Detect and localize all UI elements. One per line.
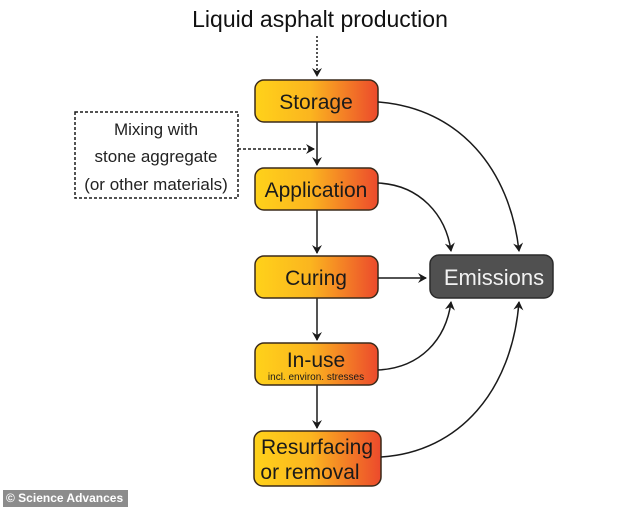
arrow-application-to-emissions [377,182,455,252]
mixing-line-1: Mixing with [114,120,198,139]
emissions-label: Emissions [444,265,544,290]
stage-application: Application [254,167,379,211]
image-credit: © Science Advances [3,490,129,507]
arrow-in-use-to-emissions [377,301,455,371]
arrow-storage-to-emissions [377,101,524,252]
diagram-title: Liquid asphalt production [192,6,448,32]
emissions-box: Emissions [429,254,554,299]
stage-label-line2: or removal [260,461,359,484]
stage-storage: Storage [254,79,379,123]
stage-in-use: In-use incl. environ. stresses [254,342,379,386]
stage-curing: Curing [254,255,379,299]
stage-label: In-use [287,349,345,372]
stage-label: Resurfacing [261,436,373,459]
arrow-resurfacing-to-emissions [380,301,524,458]
stage-label: Storage [279,91,353,114]
mixing-line-3: (or other materials) [84,175,228,194]
mixing-box: Mixing with stone aggregate (or other ma… [74,111,239,199]
stage-label: Application [265,179,368,202]
stage-sublabel: incl. environ. stresses [268,372,364,383]
stage-label: Curing [285,267,347,290]
mixing-line-2: stone aggregate [95,147,218,166]
stage-resurfacing: Resurfacing or removal [253,430,382,487]
